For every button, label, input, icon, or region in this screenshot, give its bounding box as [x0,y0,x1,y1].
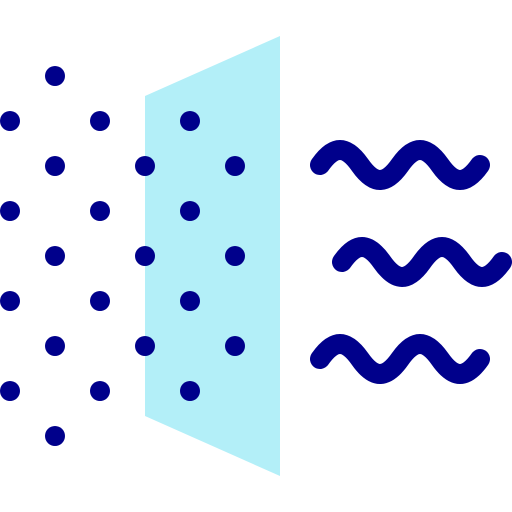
particle-dot [0,111,20,131]
particle-dot [135,336,155,356]
filter-panel [145,36,280,476]
particle-dot [45,246,65,266]
particle-dot [135,246,155,266]
particle-dot [90,111,110,131]
particle-dot [135,156,155,176]
particle-dot [180,291,200,311]
wave-line [310,334,490,384]
particle-dot [90,201,110,221]
particle-dot [90,291,110,311]
particle-dot [180,381,200,401]
particle-dot [225,246,245,266]
particle-dot [45,66,65,86]
particle-dot [180,111,200,131]
particle-dot [0,291,20,311]
particle-dot [45,156,65,176]
particle-dot [180,201,200,221]
particle-dot [45,336,65,356]
wave-line [332,237,512,287]
particle-dot [0,201,20,221]
particle-dot [45,426,65,446]
particle-dot [0,381,20,401]
particle-dots [0,66,245,446]
clean-air-waves [310,140,512,384]
wave-line [310,140,490,190]
particle-dot [90,381,110,401]
particle-dot [225,156,245,176]
particle-dot [225,336,245,356]
